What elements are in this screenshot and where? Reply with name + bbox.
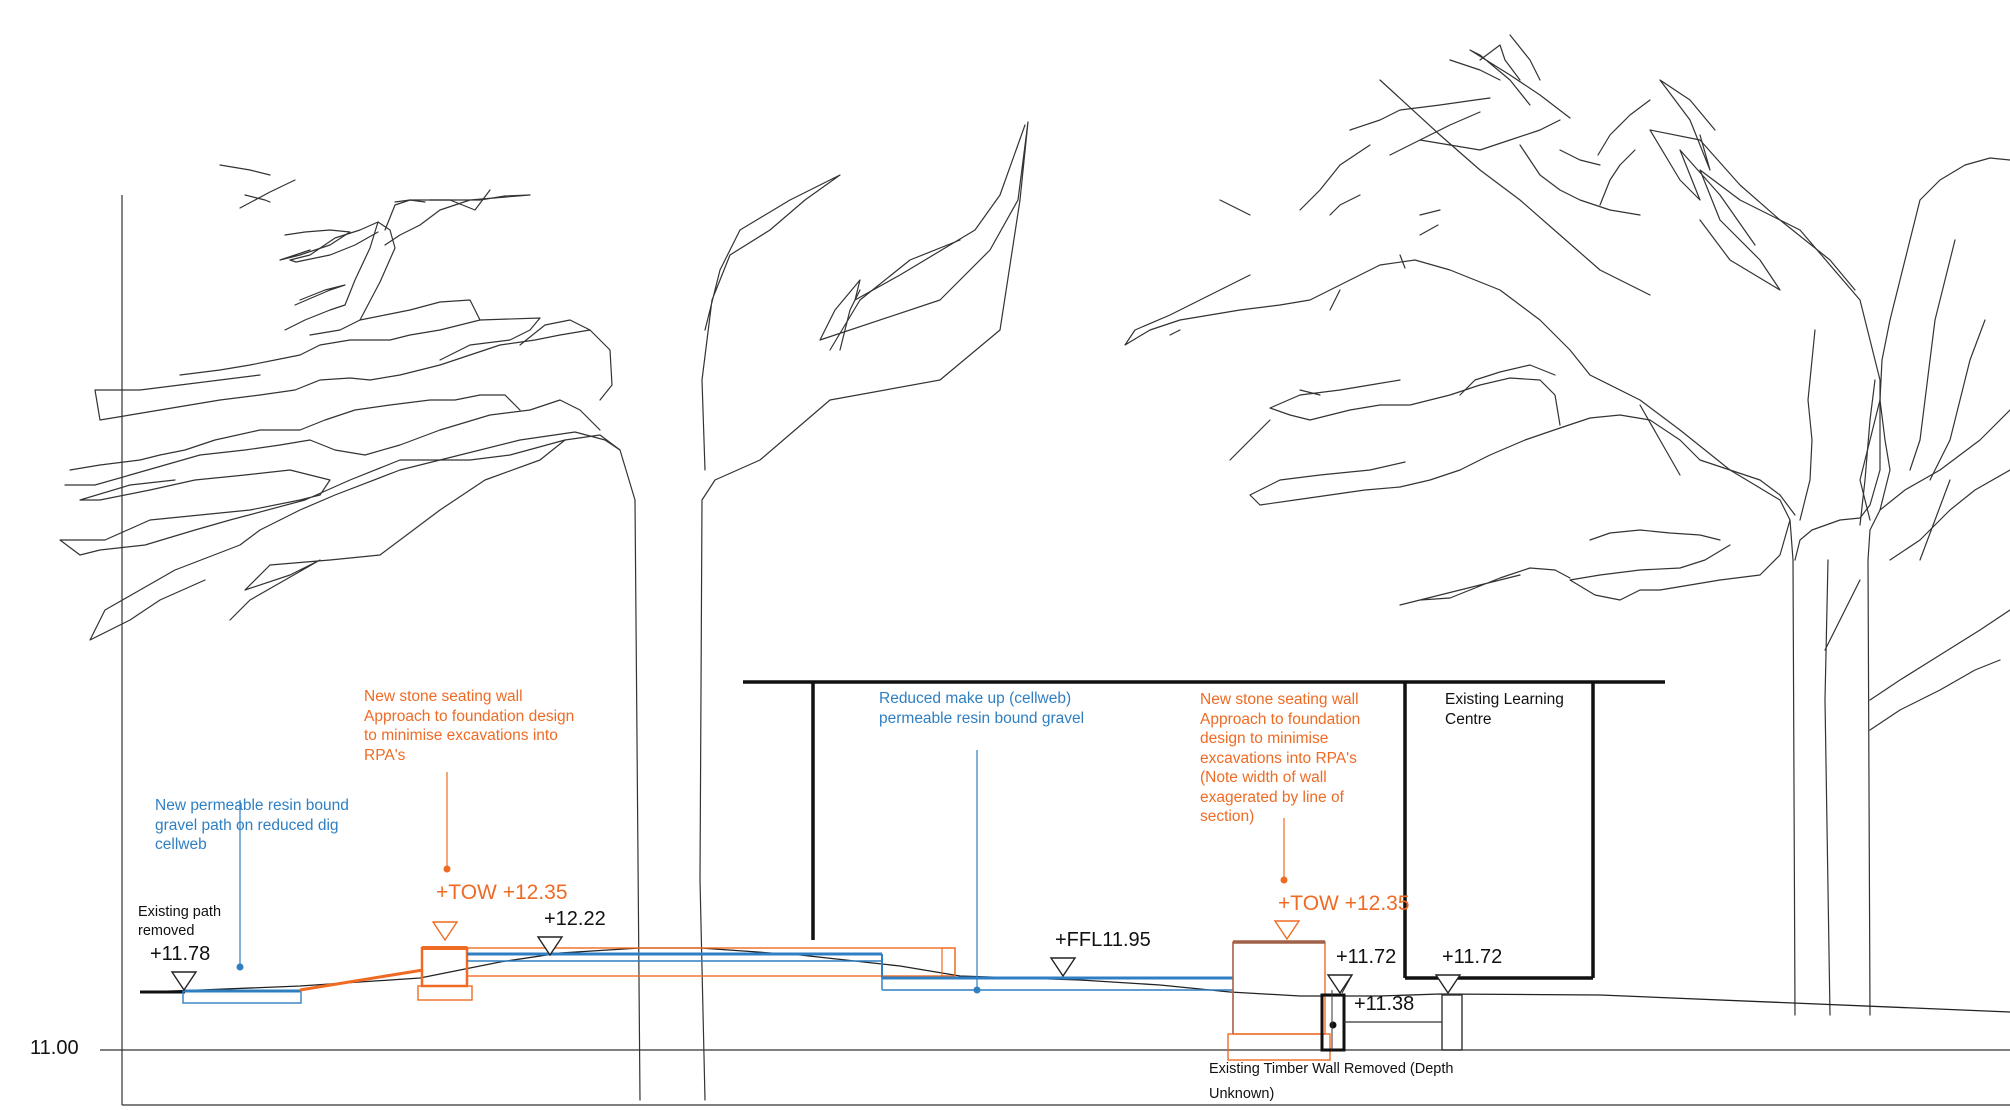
note-new-path: New permeable resin bound gravel path on… bbox=[155, 797, 349, 853]
note-reduced-makeup: Reduced make up (cellweb) permeable resi… bbox=[879, 690, 1085, 727]
left-tree bbox=[59, 121, 1029, 1101]
note-stone-wall-left: New stone seating wall Approach to found… bbox=[364, 688, 575, 764]
timber-wall bbox=[1320, 990, 1463, 1052]
note-timber-wall: Existing Timber Wall Removed (Depth Unkn… bbox=[1209, 1061, 1454, 1102]
datum-label: 11.00 bbox=[30, 1037, 79, 1059]
level-tow-left: +TOW +12.35 bbox=[436, 881, 568, 904]
level-c: +11.38 bbox=[1354, 993, 1415, 1015]
level-b: +11.72 bbox=[1442, 946, 1503, 968]
canopy-structure bbox=[743, 680, 1665, 980]
level-existing-path: +11.78 bbox=[150, 943, 211, 965]
frame bbox=[100, 195, 2010, 1106]
level-marker-b bbox=[1434, 974, 1462, 995]
level-ffl: +FFL11.95 bbox=[1055, 929, 1151, 951]
tree-outlines bbox=[59, 34, 2010, 1101]
level-marker-existing-path bbox=[170, 971, 198, 992]
note-stone-wall-right: New stone seating wall Approach to found… bbox=[1200, 691, 1361, 825]
level-marker-a bbox=[1326, 974, 1354, 995]
level-marker-ffl bbox=[1049, 957, 1077, 978]
ground-line bbox=[139, 947, 2010, 1013]
level-marker-tow-right bbox=[1273, 920, 1301, 941]
far-right-tree bbox=[1824, 157, 2010, 1016]
level-a: +11.72 bbox=[1336, 946, 1397, 968]
note-learning-centre: Existing Learning Centre bbox=[1445, 691, 1564, 728]
right-tree bbox=[1124, 34, 1881, 1016]
note-existing-path-removed: Existing path removed bbox=[138, 904, 222, 939]
stone-wall-right bbox=[1227, 818, 1331, 1061]
central-platform bbox=[466, 750, 1233, 994]
level-marker-top-bank bbox=[536, 936, 564, 957]
level-marker-tow-left bbox=[431, 921, 459, 942]
level-top-bank: +12.22 bbox=[544, 908, 606, 930]
level-tow-right: +TOW +12.35 bbox=[1278, 892, 1410, 915]
level-markers bbox=[170, 920, 1462, 995]
new-path-left bbox=[182, 800, 302, 1004]
orange-slope bbox=[299, 968, 424, 992]
